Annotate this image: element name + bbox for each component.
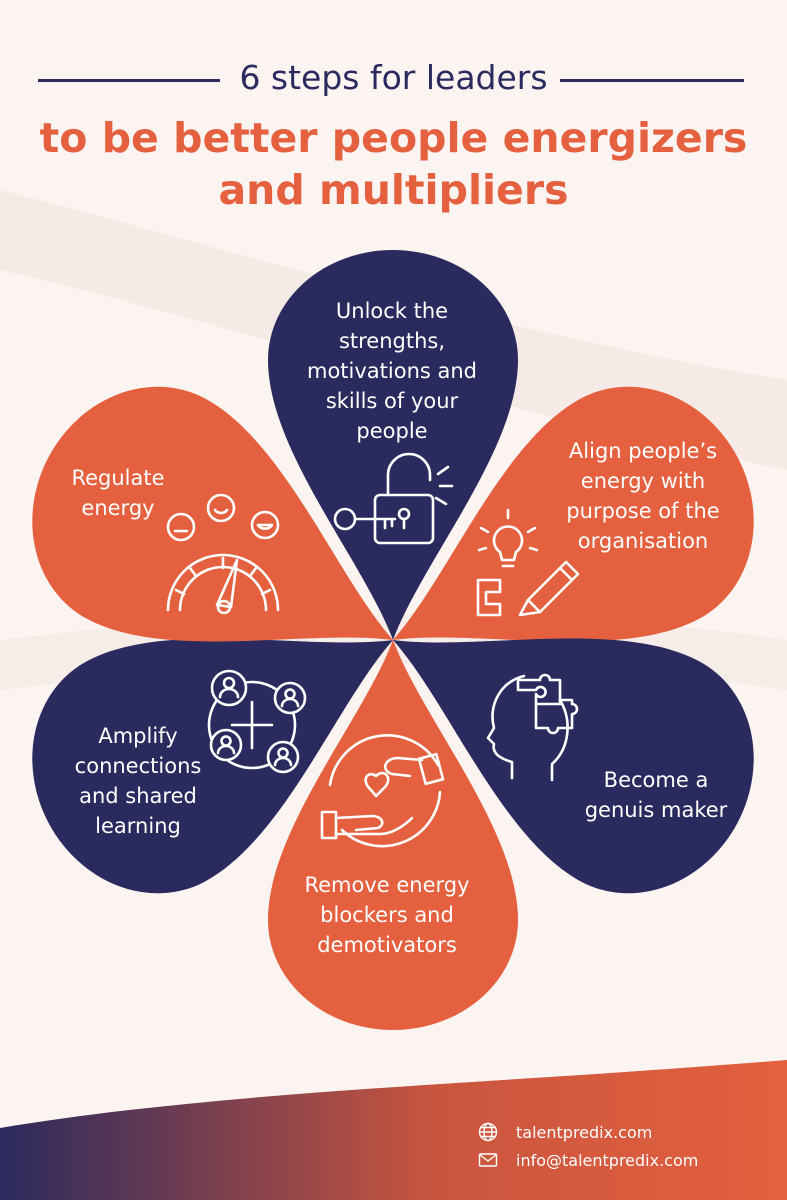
step-line: demotivators xyxy=(317,933,457,957)
envelope-icon xyxy=(478,1153,498,1167)
step-genius-maker-text: Become a genuis maker xyxy=(566,765,746,825)
lightbulb-pencil-icon xyxy=(476,508,580,617)
step-line: Align people’s xyxy=(568,439,718,463)
title-line-1: to be better people energizers xyxy=(39,114,748,162)
step-line: organisation xyxy=(577,529,709,553)
header-rule-left xyxy=(38,79,220,82)
step-unlock-strengths-text: Unlock the strengths, motivations and sk… xyxy=(292,296,492,446)
page-title: to be better people energizers and multi… xyxy=(20,112,767,216)
head-puzzle-icon xyxy=(486,673,579,782)
footer-wave xyxy=(0,1060,787,1200)
website-link[interactable]: talentpredix.com xyxy=(516,1122,653,1142)
header-kicker: 6 steps for leaders xyxy=(239,58,548,97)
contact-website[interactable]: talentpredix.com xyxy=(478,1122,652,1142)
contact-email[interactable]: info@talentpredix.com xyxy=(478,1150,698,1170)
step-line: Unlock the xyxy=(335,299,449,323)
energy-gauge-icon xyxy=(166,493,280,615)
step-line: motivations and xyxy=(306,359,478,383)
padlock-key-icon xyxy=(333,452,454,545)
step-line: energy xyxy=(81,496,155,520)
hand-heart-icon xyxy=(320,734,445,848)
petal-align-purpose xyxy=(393,386,754,642)
step-line: purpose of the xyxy=(566,499,720,523)
step-line: blockers and xyxy=(320,903,454,927)
step-line: people xyxy=(356,419,428,443)
step-line: connections xyxy=(74,754,202,778)
title-line-2: and multipliers xyxy=(218,166,569,214)
header-rule-right xyxy=(560,79,744,82)
step-line: skills of your xyxy=(325,389,459,413)
step-regulate-energy-text: Regulate energy xyxy=(48,463,188,523)
step-remove-blockers-text: Remove energy blockers and demotivators xyxy=(282,870,492,960)
step-line: Become a xyxy=(603,768,709,792)
petal-remove-blockers xyxy=(268,640,518,1030)
step-line: and shared xyxy=(79,784,197,808)
step-amplify-connections-text: Amplify connections and shared learning xyxy=(58,721,218,841)
step-line: learning xyxy=(95,814,181,838)
people-network-icon xyxy=(207,669,307,774)
step-line: Regulate xyxy=(71,466,165,490)
step-line: Amplify xyxy=(98,724,178,748)
step-line: strengths, xyxy=(338,329,446,353)
petal-genius-maker xyxy=(393,638,754,894)
step-line: energy with xyxy=(580,469,706,493)
step-line: Remove energy xyxy=(304,873,470,897)
step-align-purpose-text: Align people’s energy with purpose of th… xyxy=(548,436,738,556)
email-link[interactable]: info@talentpredix.com xyxy=(516,1150,699,1170)
petal-unlock-strengths xyxy=(268,250,518,640)
petal-regulate-energy xyxy=(32,386,393,642)
step-line: genuis maker xyxy=(584,798,728,822)
globe-icon xyxy=(478,1122,498,1142)
